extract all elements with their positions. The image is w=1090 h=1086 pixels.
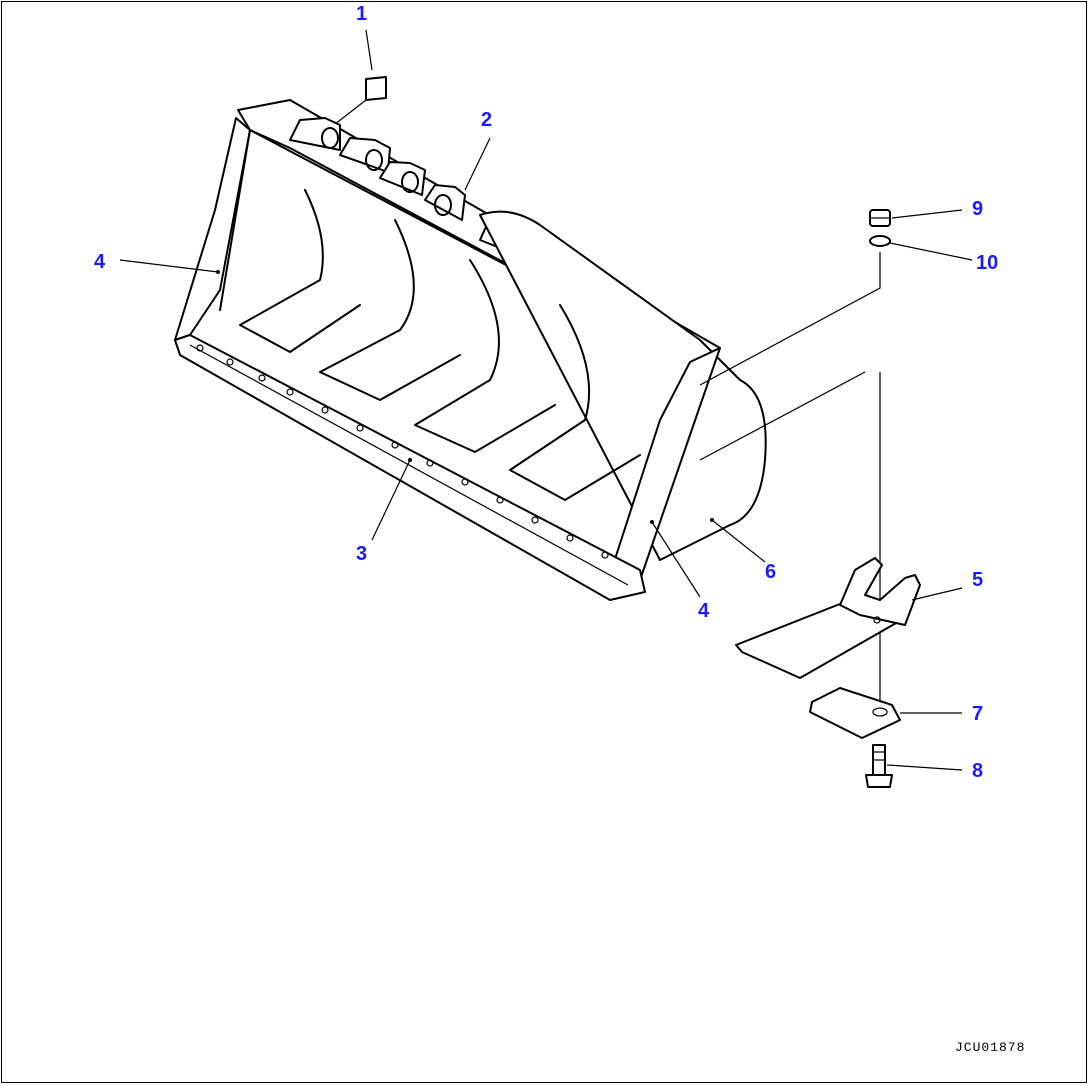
drawing-id: JCU01878 bbox=[955, 1040, 1026, 1055]
callout-10: 10 bbox=[976, 252, 999, 274]
callout-4-right: 4 bbox=[698, 600, 710, 622]
callout-7: 7 bbox=[972, 703, 984, 725]
bucket-body bbox=[174, 99, 767, 601]
part-9-nut bbox=[869, 209, 891, 227]
callout-2: 2 bbox=[481, 109, 493, 131]
callout-5: 5 bbox=[972, 569, 984, 591]
callout-leaders bbox=[119, 29, 973, 771]
part-10-washer bbox=[869, 235, 891, 247]
callout-3: 3 bbox=[356, 543, 368, 565]
callout-4-left: 4 bbox=[94, 251, 106, 273]
part-1-decal bbox=[329, 76, 387, 129]
callout-6: 6 bbox=[765, 561, 777, 583]
callout-1: 1 bbox=[356, 3, 368, 25]
wear-plates bbox=[239, 189, 641, 501]
callout-8: 8 bbox=[972, 760, 984, 782]
part-8-bolt bbox=[865, 744, 893, 788]
callout-9: 9 bbox=[972, 198, 984, 220]
cutting-edge-bolts bbox=[196, 344, 609, 559]
part-7-clamp-plate bbox=[809, 687, 901, 739]
part-5-tooth-plate bbox=[735, 557, 921, 679]
